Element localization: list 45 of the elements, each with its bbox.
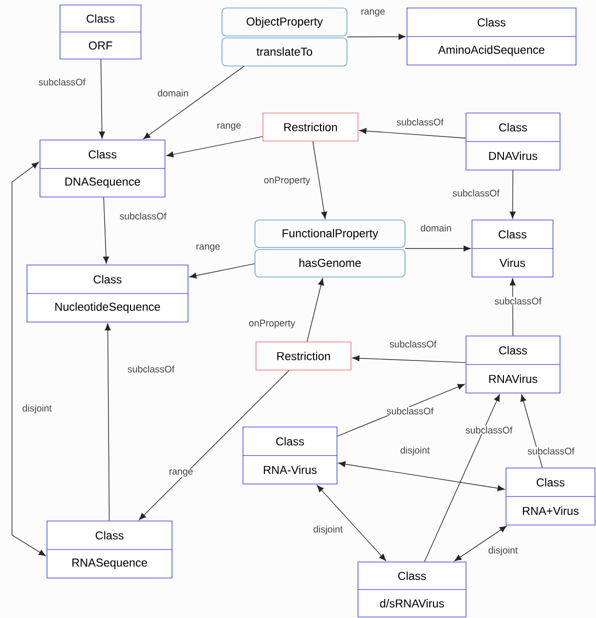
class-box: Class DNAVirus: [466, 112, 560, 170]
class-box: Class AminoAcidSequence: [406, 8, 576, 66]
arrow: [143, 66, 244, 140]
class-box: Class RNAVirus: [466, 336, 560, 394]
arrow: [359, 128, 466, 138]
class-box: Class Virus: [472, 220, 554, 278]
arrow: [520, 394, 543, 468]
property-box: FunctionalProperty hasGenome: [254, 220, 406, 278]
class-box: Class ORF: [60, 4, 142, 60]
node-label: hasGenome: [299, 258, 361, 267]
restriction-box: Restriction: [256, 342, 352, 370]
class-box: Class d/sRNAVirus: [358, 562, 466, 618]
arrow: [99, 59, 105, 139]
arrow: [139, 370, 290, 520]
edge-label: disjoint: [400, 446, 430, 456]
arrow: [312, 141, 328, 219]
arrow: [166, 136, 263, 158]
arrow: [103, 197, 109, 264]
class-box: Class RNA-Virus: [242, 426, 338, 484]
class-box: Class RNASequence: [46, 520, 172, 578]
edge-label: disjoint: [312, 524, 344, 536]
arrow: [352, 355, 466, 363]
class-box: Class NucleotideSequence: [26, 264, 188, 322]
edge-label: disjoint: [488, 546, 518, 556]
arrow: [189, 263, 256, 279]
arrow: [404, 246, 471, 252]
edge-label: onProperty: [263, 176, 311, 186]
arrow: [510, 278, 516, 336]
arrow: [337, 384, 465, 436]
node-label: translateTo: [256, 47, 312, 56]
arrow: [306, 278, 324, 342]
arrow: [338, 461, 505, 492]
arrow: [510, 170, 516, 219]
arrow: [104, 323, 111, 521]
restriction-box: Restriction: [262, 112, 358, 142]
arrow: [454, 526, 507, 562]
arrow: [12, 162, 46, 556]
class-box: Class DNASequence: [40, 140, 166, 198]
property-box: ObjectProperty translateTo: [222, 8, 348, 66]
edge-label: onProperty: [248, 319, 296, 329]
edge-label: disjoint: [22, 404, 52, 414]
arrow: [346, 34, 406, 40]
arrow: [316, 485, 386, 561]
arrow: [424, 394, 500, 562]
class-box: Class RNA+Virus: [506, 468, 596, 526]
